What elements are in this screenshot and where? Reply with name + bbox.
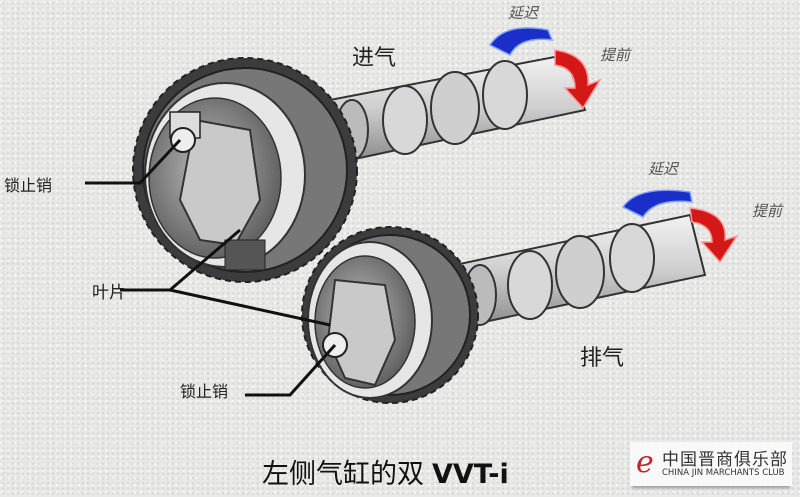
- exhaust-camshaft: [453, 213, 707, 327]
- diagram-title: 左侧气缸的双 VVT-i: [262, 452, 509, 491]
- watermark-en: CHINA JIN MARCHANTS CLUB: [662, 468, 785, 478]
- vane-label: 叶片: [92, 283, 126, 303]
- lock-pin-label-upper: 锁止销: [4, 176, 53, 195]
- intake-vvt-sprocket: [132, 57, 358, 283]
- exhaust-vvt-sprocket: [301, 226, 479, 404]
- title-text: 左侧气缸的双: [262, 459, 424, 490]
- intake-label: 进气: [352, 46, 397, 71]
- exhaust-retard-label: 延迟: [648, 160, 679, 178]
- exhaust-advance-arrow: [689, 207, 739, 264]
- watermark-logo: e: [636, 445, 654, 480]
- exhaust-advance-label: 提前: [752, 202, 783, 220]
- intake-advance-label: 提前: [600, 46, 631, 64]
- intake-retard-label: 延迟: [508, 4, 539, 22]
- watermark: e 中国晋商俱乐部 CHINA JIN MARCHANTS CLUB: [630, 442, 792, 486]
- intake-retard-arrow: [488, 27, 554, 56]
- intake-advance-arrow: [554, 49, 602, 110]
- leader-lines: [85, 138, 337, 397]
- watermark-cn: 中国晋商俱乐部: [662, 450, 788, 470]
- title-suffix: VVT-i: [432, 459, 509, 490]
- exhaust-retard-arrow: [621, 189, 693, 218]
- exhaust-label: 排气: [580, 346, 625, 371]
- lock-pin-label-lower: 锁止销: [180, 382, 229, 401]
